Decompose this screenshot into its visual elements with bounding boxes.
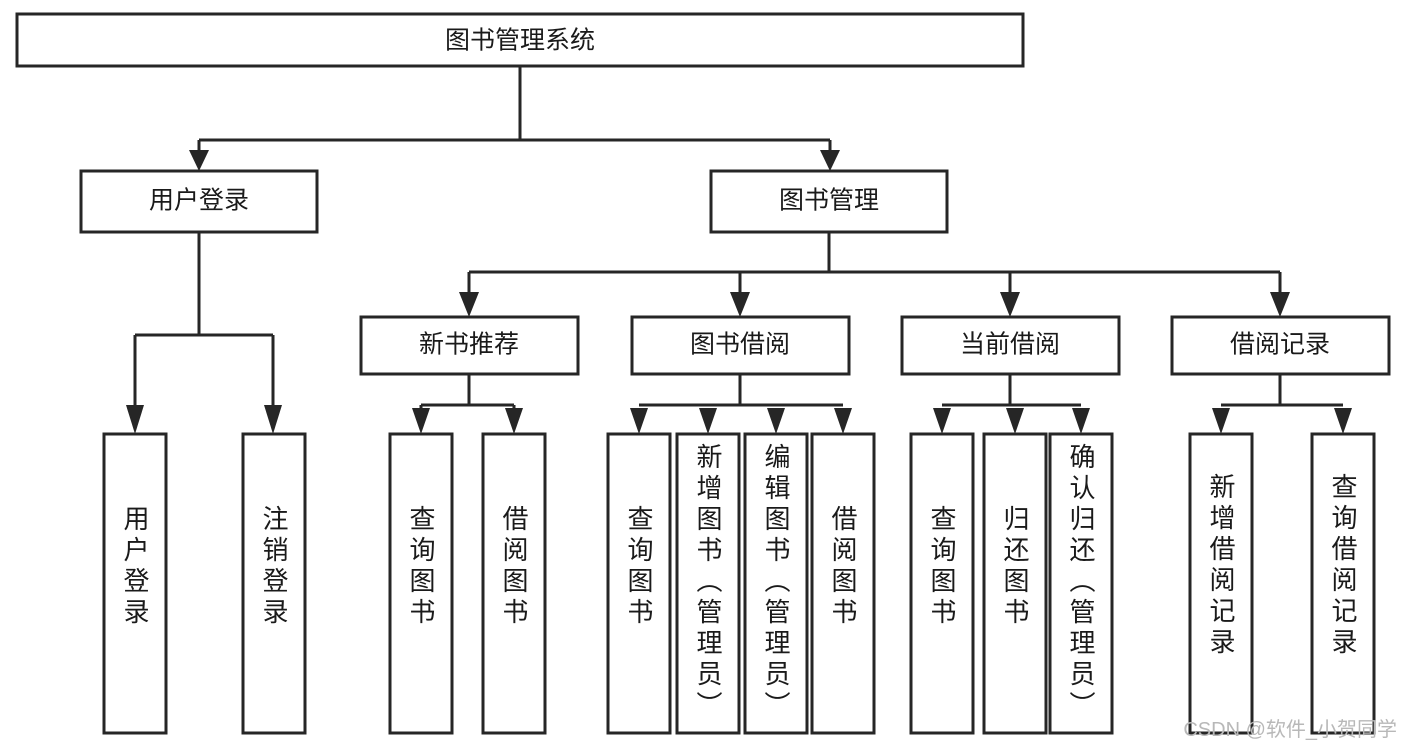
- connector-book-borrow-to-leaves: [630, 374, 852, 434]
- node-user-login-label: 用户登录: [149, 187, 249, 215]
- node-new-book-recommend[interactable]: 新书推荐: [359, 315, 580, 376]
- node-root-label: 图书管理系统: [445, 27, 595, 55]
- node-leaf-borrow-book-box[interactable]: [810, 432, 876, 735]
- arrowhead-leaf-logout: [264, 405, 282, 434]
- node-root-box[interactable]: [15, 12, 1025, 68]
- arrowhead-leaf-borrow-book-recommend: [505, 408, 523, 434]
- node-book-borrow[interactable]: 图书借阅: [630, 315, 851, 376]
- connector-book-management-to-level3: [459, 232, 1290, 317]
- node-user-login[interactable]: 用户登录: [79, 169, 319, 234]
- node-leaf-user-login-box[interactable]: [102, 432, 168, 735]
- node-current-borrow[interactable]: 当前借阅: [900, 315, 1121, 376]
- node-leaf-borrow-book-recommend-box[interactable]: [481, 432, 547, 735]
- node-current-borrow-label: 当前借阅: [960, 331, 1060, 359]
- arrowhead-book-management: [820, 150, 840, 171]
- node-book-borrow-box[interactable]: [630, 315, 851, 376]
- arrowhead-leaf-add-book-admin: [699, 408, 717, 434]
- arrowhead-leaf-add-borrow-record: [1212, 408, 1230, 434]
- node-borrow-record-box[interactable]: [1170, 315, 1391, 376]
- connector-root-to-level2: [189, 66, 840, 171]
- node-leaf-query-borrow-record-box[interactable]: [1310, 432, 1376, 735]
- arrowhead-leaf-borrow-book: [834, 408, 852, 434]
- node-root[interactable]: 图书管理系统: [15, 12, 1025, 68]
- arrowhead-user-login: [189, 150, 209, 171]
- node-borrow-record[interactable]: 借阅记录: [1170, 315, 1391, 376]
- connector-new-book-to-leaves: [412, 374, 523, 434]
- node-user-login-box[interactable]: [79, 169, 319, 234]
- connector-current-borrow-to-leaves: [933, 374, 1090, 434]
- connector-user-login-to-leaves: [126, 232, 282, 434]
- connector-borrow-record-to-leaves: [1212, 374, 1352, 434]
- arrowhead-borrow-record: [1270, 292, 1290, 317]
- arrowhead-leaf-user-login: [126, 405, 144, 434]
- node-book-management[interactable]: 图书管理: [709, 169, 949, 234]
- node-leaf-confirm-return-admin-box[interactable]: [1048, 432, 1114, 735]
- node-new-book-recommend-label: 新书推荐: [419, 331, 519, 359]
- arrowhead-leaf-query-book-borrow: [630, 408, 648, 434]
- node-borrow-record-label: 借阅记录: [1230, 331, 1330, 359]
- arrowhead-leaf-confirm-return-admin: [1072, 408, 1090, 434]
- node-book-management-box[interactable]: [709, 169, 949, 234]
- arrowhead-book-borrow: [730, 292, 750, 317]
- arrowhead-leaf-query-book-recommend: [412, 408, 430, 434]
- arrowhead-leaf-query-borrow-record: [1334, 408, 1352, 434]
- node-leaf-logout-box[interactable]: [241, 432, 307, 735]
- node-new-book-recommend-box[interactable]: [359, 315, 580, 376]
- node-leaf-query-book-recommend-box[interactable]: [388, 432, 454, 735]
- arrowhead-leaf-query-book-current: [933, 408, 951, 434]
- arrowhead-leaf-return-book: [1006, 408, 1024, 434]
- node-leaf-return-book-box[interactable]: [982, 432, 1048, 735]
- arrowhead-current-borrow: [1000, 292, 1020, 317]
- node-book-management-label: 图书管理: [779, 187, 879, 215]
- node-leaf-query-book-current-box[interactable]: [909, 432, 975, 735]
- node-book-borrow-label: 图书借阅: [690, 331, 790, 359]
- node-leaf-query-book-borrow-box[interactable]: [606, 432, 672, 735]
- arrowhead-leaf-edit-book-admin: [767, 408, 785, 434]
- node-leaf-add-book-admin-box[interactable]: [675, 432, 741, 735]
- node-current-borrow-box[interactable]: [900, 315, 1121, 376]
- csdn-watermark: CSDN @软件_小贺同学: [1183, 719, 1397, 741]
- arrowhead-new-book-recommend: [459, 292, 479, 317]
- node-leaf-add-borrow-record-box[interactable]: [1188, 432, 1254, 735]
- node-leaf-edit-book-admin-box[interactable]: [743, 432, 809, 735]
